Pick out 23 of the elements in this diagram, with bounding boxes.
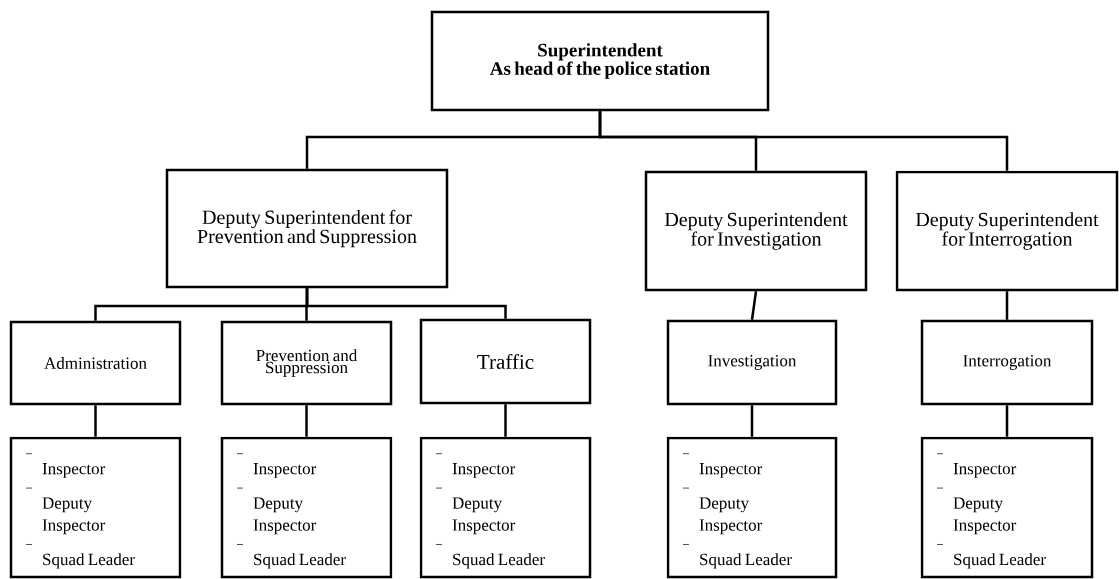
connector-line	[598, 111, 1009, 171]
rank-list-box: Inspector Deputy Inspector Squad Leader	[419, 436, 592, 579]
connector-line	[750, 405, 754, 437]
connector-line	[94, 405, 97, 437]
unit-box: Interrogation	[920, 319, 1094, 406]
rank-list-box: Inspector Deputy Inspector Squad Leader	[920, 436, 1094, 579]
rank-list-box: Inspector Deputy Inspector Squad Leader	[220, 436, 393, 579]
unit-box: Investigation	[666, 319, 838, 406]
connector-line	[750, 291, 758, 320]
rank-list-box: Inspector Deputy Inspector Squad Leader	[666, 436, 838, 579]
connector-line	[305, 405, 308, 437]
deputy-box: Deputy Superintendent for Prevention and Suppression	[165, 168, 449, 289]
unit-box: Traffic	[419, 318, 592, 405]
unit-box: Prevention and Suppression	[220, 320, 393, 406]
deputy-box: Deputy Superintendent for Interrogation	[895, 170, 1119, 292]
deputy-box: Deputy Superintendent for Investigation	[644, 170, 868, 292]
connector-line	[305, 288, 507, 319]
rank-list-box: Inspector Deputy Inspector Squad Leader	[9, 436, 182, 579]
connector-line	[504, 404, 507, 437]
head-box: Superintendent As head of the police station	[430, 10, 770, 112]
connector-line	[1005, 405, 1009, 437]
connector-line	[1005, 291, 1009, 320]
unit-box: Administration	[9, 320, 182, 406]
